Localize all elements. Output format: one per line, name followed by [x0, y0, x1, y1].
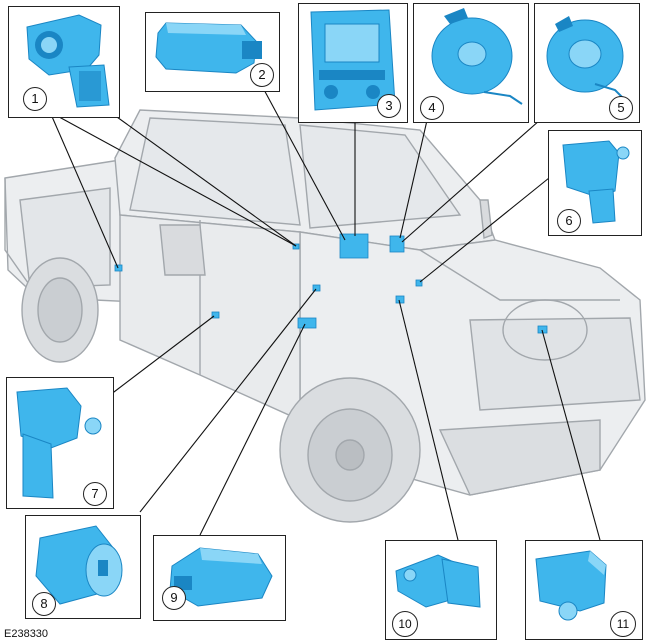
callout-11: 11	[610, 611, 636, 637]
callout-1: 1	[23, 87, 47, 111]
callout-10: 10	[392, 611, 418, 637]
callout-3: 3	[377, 94, 401, 118]
component-box-9: 9	[153, 535, 286, 621]
component-box-3: 3	[298, 3, 408, 123]
component-box-10: 10	[385, 540, 497, 640]
callout-5: 5	[609, 96, 633, 120]
component-box-4: 4	[413, 3, 529, 123]
occupant-sensor-icon	[35, 525, 123, 605]
component-box-5: 5	[534, 3, 640, 123]
callout-9: 9	[162, 586, 186, 610]
component-box-6: 6	[548, 130, 642, 236]
clockspring-icon	[431, 8, 523, 105]
component-box-1: 1	[8, 6, 120, 118]
component-box-7: 7	[6, 377, 114, 509]
callout-7: 7	[83, 482, 107, 506]
callout-6: 6	[557, 209, 581, 233]
steering-sensor-icon	[546, 16, 626, 101]
callout-4: 4	[420, 96, 444, 120]
callout-2: 2	[250, 63, 274, 87]
component-box-11: 11	[525, 540, 643, 640]
component-box-8: 8	[25, 515, 141, 619]
impact-sensor-icon	[26, 14, 110, 108]
display-marker	[339, 233, 369, 259]
component-box-2: 2	[145, 12, 280, 92]
b-pillar-sensor-icon	[16, 387, 102, 499]
front-impact-sensor-icon	[395, 554, 481, 608]
center-console-panel-icon	[310, 9, 396, 111]
callout-8: 8	[32, 592, 56, 616]
restraint-module-icon	[155, 22, 262, 74]
sensor-marker	[114, 264, 123, 272]
figure-id: E238330	[4, 628, 49, 640]
front-crash-sensor-icon	[535, 550, 607, 621]
side-impact-sensor-icon	[562, 140, 630, 224]
